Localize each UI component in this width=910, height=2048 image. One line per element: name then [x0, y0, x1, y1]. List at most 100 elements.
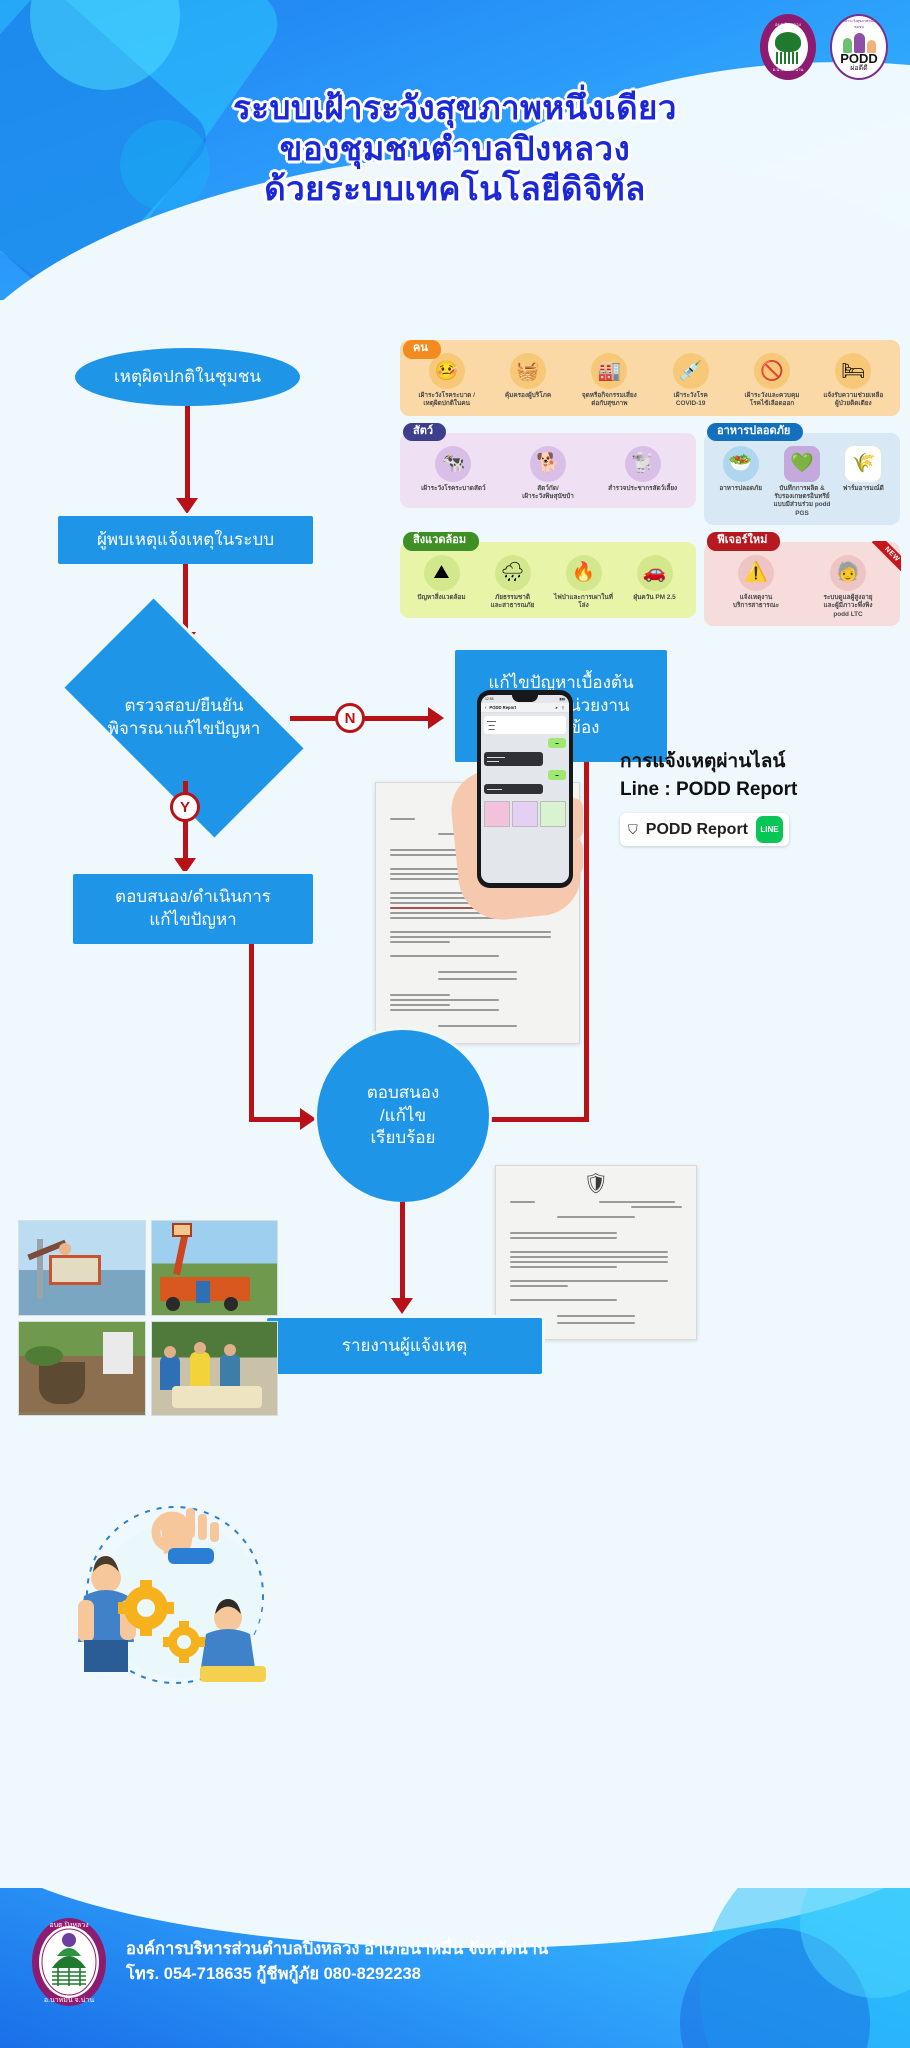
category-body-animals: 🐄 เฝ้าระวังโรคระบาดสัตว์ 🐕 สัตว์กัด/เฝ้า… — [400, 432, 696, 509]
line-account-badge[interactable]: ⛉ PODD Report LINE — [620, 813, 789, 847]
flow-node-final-report[interactable]: รายงานผู้แจ้งเหตุ — [267, 1318, 542, 1374]
category-item[interactable]: 🚫 เฝ้าระวังและควบคุมโรคไข้เลือดออก — [731, 353, 812, 409]
phone-chat-header: ‹ PODD Report ⌕ ⋮ — [481, 703, 569, 713]
flow-connector-fix-done-h — [470, 1117, 589, 1122]
org-logo-inner — [768, 23, 808, 71]
footer-decor-circle-1 — [700, 1888, 910, 2048]
category-body-food-safety: 🥗 อาหารปลอดภัย 💚 บันทึกการผลิต &รับรองเก… — [704, 432, 900, 525]
line-app-icon: LINE — [756, 816, 783, 844]
header-decor-circle-2 — [120, 120, 210, 210]
podd-figures-icon — [832, 27, 886, 53]
phone-status-bar: 12:58▮▮▮ — [485, 697, 565, 701]
official-letter-bottom: 🛡 — [495, 1165, 697, 1340]
flow-connector-no-2 — [363, 716, 428, 721]
footer-org-logo: อบต.ปิงหลวง อ.นาหมื่น จ.น่าน — [30, 1916, 108, 2008]
category-group-people: คน 🤒 เฝ้าระวังโรคระบาด /เหตุผิดปกติในคน … — [400, 340, 900, 416]
flow-node-report[interactable]: ผู้พบเหตุแจ้งเหตุในระบบ — [58, 516, 313, 564]
category-body-new-features: ⚠️ แจ้งเหตุงานบริการสาธารณะ 🧓 ระบบดูแลผู… — [704, 541, 900, 626]
happy-farm-icon: 🌾 — [845, 445, 882, 482]
report-card[interactable] — [540, 801, 566, 827]
flow-node-done[interactable]: ตอบสนอง /แก้ไข เรียบร้อย — [317, 1030, 489, 1202]
phone-back-icon[interactable]: ‹ — [485, 705, 487, 710]
crane-truck-photo — [150, 1220, 278, 1316]
wildfire-icon: 🔥 — [565, 554, 602, 591]
sick-person-icon: 🤒 — [428, 353, 465, 389]
category-item[interactable]: 🐕 สัตว์กัด/เฝ้าระวังพิษสุนัขบ้า — [501, 445, 596, 502]
category-item[interactable]: 🛏 แจ้งรับความช่วยเหลือผู้ป่วยติดเตียง — [813, 353, 894, 409]
category-item-label: เฝ้าระวังและควบคุมโรคไข้เลือดออก — [744, 392, 800, 408]
flow-node-done-line-3: เรียบร้อย — [370, 1128, 436, 1148]
category-item[interactable]: 🏭 จุดหรือกิจกรรมเสี่ยงต่อกับสุขภาพ — [569, 353, 650, 409]
category-row-animals-food: สัตว์ 🐄 เฝ้าระวังโรคระบาดสัตว์ 🐕 สัตว์กั… — [400, 422, 900, 532]
flow-node-decision-line-1: ตรวจสอบ/ยืนยัน — [124, 696, 244, 716]
category-body-people: 🤒 เฝ้าระวังโรคระบาด /เหตุผิดปกติในคน 🧺 ค… — [400, 340, 900, 416]
flow-node-decision-line-2: พิจารณาแก้ไขปัญหา — [107, 719, 261, 738]
category-item[interactable]: 🥗 อาหารปลอดภัย — [710, 445, 771, 493]
flow-node-start[interactable]: เหตุผิดปกติในชุมชน — [75, 348, 300, 406]
category-item-label: แจ้งเหตุงานบริการสาธารณะ — [732, 593, 780, 610]
flow-connector-report-decision — [183, 564, 188, 636]
category-item-label: คุ้มครองผู้บริโภค — [504, 392, 552, 399]
category-item[interactable]: 🤒 เฝ้าระวังโรคระบาด /เหตุผิดปกติในคน — [406, 353, 487, 409]
category-item[interactable]: 🚗 ฝุ่นควัน PM 2.5 — [619, 554, 690, 602]
flow-connector-respond-done-h — [249, 1117, 303, 1122]
no-mosquito-icon: 🚫 — [753, 353, 790, 389]
org-logo-ring: อบต.ปิงหลวง อ.นาหมื่น จ.น่าน — [760, 14, 816, 80]
nature-river-icon: ⛰ — [423, 554, 460, 591]
page-title-line-3: ด้วยระบบเทคโนโลยีดิจิทัล — [264, 170, 646, 208]
elderly-care-icon: 🧓 — [830, 554, 866, 591]
report-card[interactable] — [484, 801, 510, 827]
category-tag-animals: สัตว์ — [403, 422, 447, 442]
category-item-label: อาหารปลอดภัย — [719, 484, 762, 492]
header-logos: อบต.ปิงหลวง อ.นาหมื่น จ.น่าน ระบบเฝ้าระว… — [760, 14, 888, 80]
page-header — [0, 0, 910, 300]
footer-org-line: องค์การบริหารส่วนตำบลปิงหลวง อำเภอนาหมื่… — [126, 1940, 549, 1959]
mountain-leaf-icon — [775, 32, 801, 52]
rays-icon — [776, 52, 800, 64]
phone-screen: 12:58▮▮▮ ‹ PODD Report ⌕ ⋮ ▬▬▬ ▬▬ ▬▬ ▬ ▬… — [481, 695, 569, 883]
flow-arrowhead-yes — [174, 858, 196, 874]
phone-menu-icon[interactable]: ⋮ — [560, 705, 565, 710]
podd-logo-arc-text: ระบบเฝ้าระวังสุขภาพหนึ่งเดียวชุมชน — [835, 19, 883, 29]
category-item[interactable]: ⛰ ปัญหาสิ่งแวดล้อม — [406, 554, 477, 602]
chat-bubble: ▬▬▬ ▬▬ ▬▬ — [484, 716, 566, 734]
shield-icon: ⛉ — [628, 821, 638, 837]
phone-chat-body: ▬▬▬ ▬▬ ▬▬ ▬ ▬▬▬▬▬▬▬▬▬▬ ▬ ▬▬▬▬▬ — [481, 713, 569, 801]
category-item[interactable]: 🔥 ไฟป่าและการเผาในที่โล่ง — [548, 554, 619, 611]
flow-node-report-label: ผู้พบเหตุแจ้งเหตุในระบบ — [96, 529, 275, 549]
category-item[interactable]: 🐩 สำรวจประชากรสัตว์เลี้ยง — [595, 445, 690, 493]
category-item-label: ฝุ่นควัน PM 2.5 — [633, 593, 676, 601]
consumer-protection-icon: 🧺 — [509, 353, 546, 389]
category-body-environment: ⛰ ปัญหาสิ่งแวดล้อม 🌧 ภัยธรรมชาติและสาธาร… — [400, 541, 696, 618]
category-item[interactable]: 💚 บันทึกการผลิต &รับรองเกษตรอินทรีย์แบบม… — [771, 445, 832, 518]
category-item[interactable]: 🌾 ฟาร์มอารมณ์ดี — [833, 445, 894, 493]
category-item[interactable]: 🌧 ภัยธรรมชาติและสาธารณภัย — [477, 554, 548, 611]
category-item[interactable]: 🐄 เฝ้าระวังโรคระบาดสัตว์ — [406, 445, 501, 493]
category-tag-new-features: ฟีเจอร์ใหม่ — [707, 531, 781, 551]
category-item[interactable]: 🧺 คุ้มครองผู้บริโภค — [487, 353, 568, 400]
flow-node-done-line-1: ตอบสนอง — [366, 1082, 440, 1102]
flow-node-respond[interactable]: ตอบสนอง/ดำเนินการ แก้ไขปัญหา — [73, 874, 313, 944]
footer-contact-line: โทร. 054-718635 กู้ชีพกู้ภัย 080-8292238 — [126, 1965, 421, 1983]
category-item-label: บันทึกการผลิต &รับรองเกษตรอินทรีย์แบบมีส… — [773, 484, 831, 517]
garuda-emblem: 🛡 — [583, 1173, 609, 1195]
report-card[interactable] — [512, 801, 538, 827]
flow-node-respond-line-2: แก้ไขปัญหา — [149, 910, 237, 929]
page-footer: อบต.ปิงหลวง อ.นาหมื่น จ.น่าน องค์การบริห… — [0, 1888, 910, 2048]
warning-triangle-icon: ⚠️ — [738, 554, 774, 591]
flow-node-decision[interactable]: ตรวจสอบ/ยืนยัน พิจารณาแก้ไขปัญหา — [64, 598, 304, 838]
category-item-label: สัตว์กัด/เฝ้าระวังพิษสุนัขบ้า — [522, 484, 574, 500]
flow-node-done-line-2: /แก้ไข — [379, 1105, 427, 1125]
phone-search-icon[interactable]: ⌕ — [555, 705, 558, 710]
flow-branch-no-label: N — [344, 709, 356, 727]
flow-node-decision-text: ตรวจสอบ/ยืนยัน พิจารณาแก้ไขปัญหา — [96, 695, 273, 741]
line-report-info: การแจ้งเหตุผ่านไลน์ Line : PODD Report ⛉… — [620, 748, 900, 847]
category-item[interactable]: ⚠️ แจ้งเหตุงานบริการสาธารณะ — [710, 554, 802, 611]
svg-text:อ.นาหมื่น จ.น่าน: อ.นาหมื่น จ.น่าน — [44, 1995, 95, 2004]
category-group-environment: สิ่งแวดล้อม ⛰ ปัญหาสิ่งแวดล้อม 🌧 ภัยธรรม… — [400, 531, 696, 626]
category-item-label: ภัยธรรมชาติและสาธารณภัย — [490, 593, 535, 610]
